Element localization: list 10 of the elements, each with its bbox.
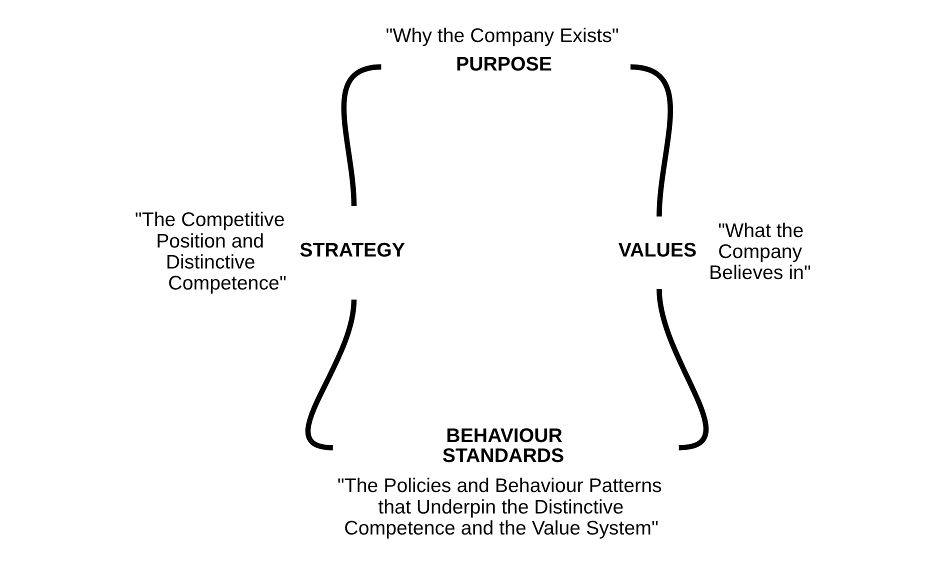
node-label: "The Competitive Position and Distinctive Competence" (134, 209, 286, 295)
node-label: "The Policies and Behaviour Patterns that Underpin the Distinctive Competence and the Value System" (337, 475, 662, 540)
node-text: BEHAVIOUR STANDARDS (442, 425, 564, 467)
node-text: PURPOSE (456, 54, 552, 76)
connector (341, 64, 382, 206)
node-label: "Why the Company Exists" (386, 24, 619, 47)
connector (630, 64, 673, 217)
node-label: "What the Company Believes in" (709, 220, 811, 284)
node-text: VALUES (618, 239, 697, 262)
node-text: STRATEGY (300, 239, 406, 262)
